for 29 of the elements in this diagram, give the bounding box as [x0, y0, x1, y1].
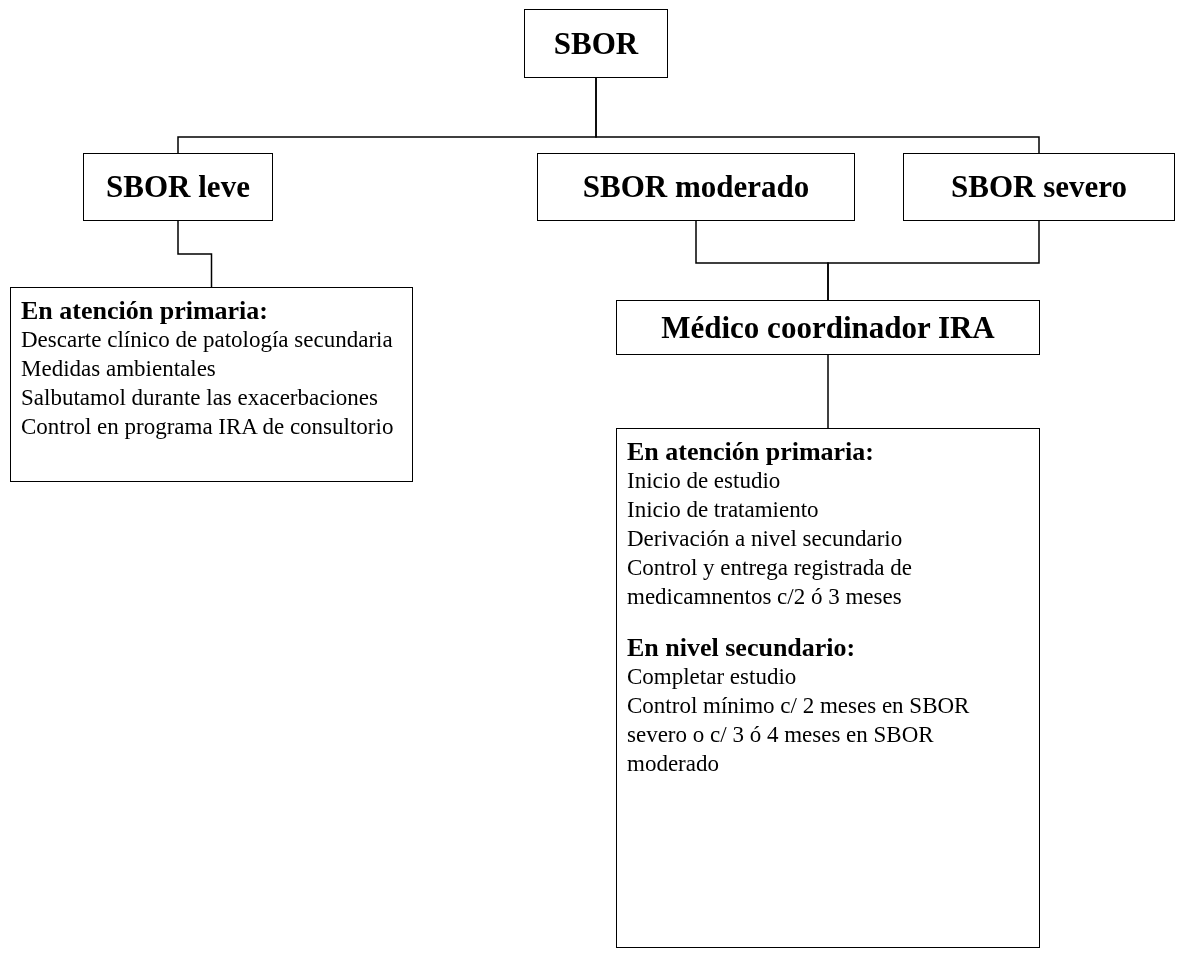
- connector-line: [827, 354, 829, 429]
- category-box: [83, 153, 273, 221]
- connector-line: [827, 220, 1040, 301]
- section-heading: En nivel secundario:: [627, 633, 857, 662]
- category-box: [537, 153, 855, 221]
- section-heading: En atención primaria:: [627, 437, 875, 466]
- list-item: Inicio de tratamiento: [627, 496, 820, 524]
- connector-line: [595, 77, 1040, 154]
- box-title: SBOR leve: [106, 169, 250, 205]
- notes-box: [10, 287, 413, 482]
- category-box: [903, 153, 1175, 221]
- list-item: Salbutamol durante las exacerbaciones: [21, 384, 379, 412]
- notes-box: [616, 428, 1040, 948]
- connector-line: [177, 220, 213, 288]
- box-title: SBOR moderado: [582, 169, 810, 205]
- list-item: Completar estudio: [627, 663, 798, 691]
- box-title: SBOR severo: [951, 169, 1127, 205]
- list-item: Control en programa IRA de consultorio: [21, 413, 395, 441]
- list-item: Derivación a nivel secundario: [627, 525, 904, 553]
- box-title: SBOR: [553, 25, 639, 62]
- category-box: [616, 300, 1040, 355]
- category-box: [524, 9, 668, 78]
- section-heading: En atención primaria:: [21, 296, 269, 325]
- list-item: Control y entrega registrada de medicamnentos c/2 ó 3 meses: [627, 554, 913, 611]
- list-item: Inicio de estudio: [627, 467, 782, 495]
- list-item: Control mínimo c/ 2 meses en SBOR severo o c/ 3 ó 4 meses en SBOR moderado: [627, 692, 971, 778]
- list-item: Descarte clínico de patología secundaria: [21, 326, 394, 354]
- box-title: Médico coordinador IRA: [661, 309, 995, 346]
- list-item: Medidas ambientales: [21, 355, 217, 383]
